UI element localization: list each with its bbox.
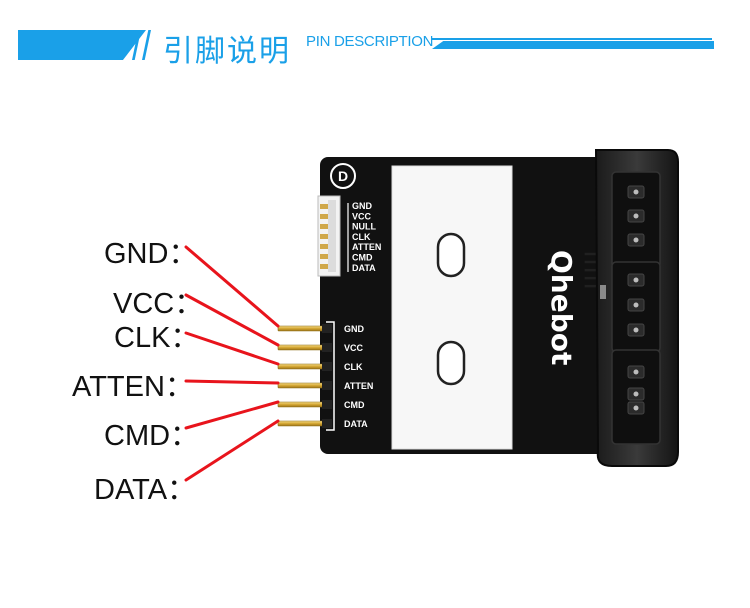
contact-dot: [633, 302, 639, 308]
jst-pin: [320, 234, 328, 239]
gold-pin: [277, 325, 325, 332]
leader-line: [184, 245, 280, 328]
header-line: [432, 38, 712, 40]
leader-line: [184, 379, 280, 385]
pin-label-clk: CLK：: [114, 322, 200, 354]
page-subtitle: PIN DESCRIPTION: [306, 33, 434, 50]
header-slash: [142, 30, 151, 60]
pin-label-data: DATA：: [94, 474, 197, 506]
header-slash: [132, 30, 141, 60]
connector-label: VCC: [352, 211, 372, 221]
board-mark-circle: [330, 163, 356, 189]
connector-label: NULL: [352, 222, 376, 232]
pin-housing: [322, 362, 332, 371]
slot-hole: [436, 340, 466, 386]
connector-label: DATA: [352, 263, 376, 273]
jst-pin: [320, 244, 328, 249]
gold-pin: [277, 401, 325, 408]
header-pin-label: VCC: [344, 343, 364, 353]
pin-housing: [322, 400, 332, 409]
contact-dot: [633, 277, 639, 283]
gold-pin: [277, 420, 325, 427]
contact-dot: [633, 213, 639, 219]
jst-pin: [320, 214, 328, 219]
board-brand: Qhebot: [545, 250, 578, 365]
header-pin-label: ATTEN: [344, 381, 373, 391]
jst-pin: [320, 264, 328, 269]
header-pin-label: DATA: [344, 419, 368, 429]
pin-label-atten: ATTEN：: [72, 371, 194, 403]
contact-dot: [633, 237, 639, 243]
leader-line: [184, 400, 280, 430]
board-mark: D: [338, 168, 348, 184]
slot-hole: [436, 232, 466, 278]
header-bracket: [326, 321, 335, 431]
contact-dot: [633, 391, 639, 397]
jst-pin: [320, 224, 328, 229]
header-pin-label: CLK: [344, 362, 363, 372]
header-pin-label: GND: [344, 324, 365, 334]
gold-pin: [277, 363, 325, 370]
pin-label-cmd: CMD：: [104, 420, 200, 452]
pin-label-vcc: VCC：: [113, 288, 204, 320]
connector-label: ATTEN: [352, 242, 381, 252]
page-title: 引脚说明: [163, 34, 291, 69]
pin-housing: [322, 381, 332, 390]
contact-dot: [633, 405, 639, 411]
jst-pin: [320, 254, 328, 259]
contact-dot: [633, 327, 639, 333]
contact-dot: [633, 369, 639, 375]
connector-label: GND: [352, 201, 373, 211]
controller-connector: [594, 149, 679, 467]
connector-label: CMD: [352, 253, 373, 263]
pin-housing: [322, 324, 332, 333]
pin-housing: [322, 343, 332, 352]
jst-pin: [320, 204, 328, 209]
leader-line: [184, 293, 280, 347]
white-sticker: [392, 166, 512, 449]
header-bar-right: [432, 41, 714, 49]
contact-dot: [633, 189, 639, 195]
gold-pin: [277, 344, 325, 351]
leader-line: [184, 331, 280, 366]
pin-label-gnd: GND：: [104, 238, 198, 270]
header-pin-label: CMD: [344, 400, 365, 410]
pin-housing: [322, 419, 332, 428]
header-bar-left: [18, 30, 146, 60]
gold-pin: [277, 382, 325, 389]
connector-label: CLK: [352, 232, 371, 242]
leader-line: [184, 419, 280, 482]
